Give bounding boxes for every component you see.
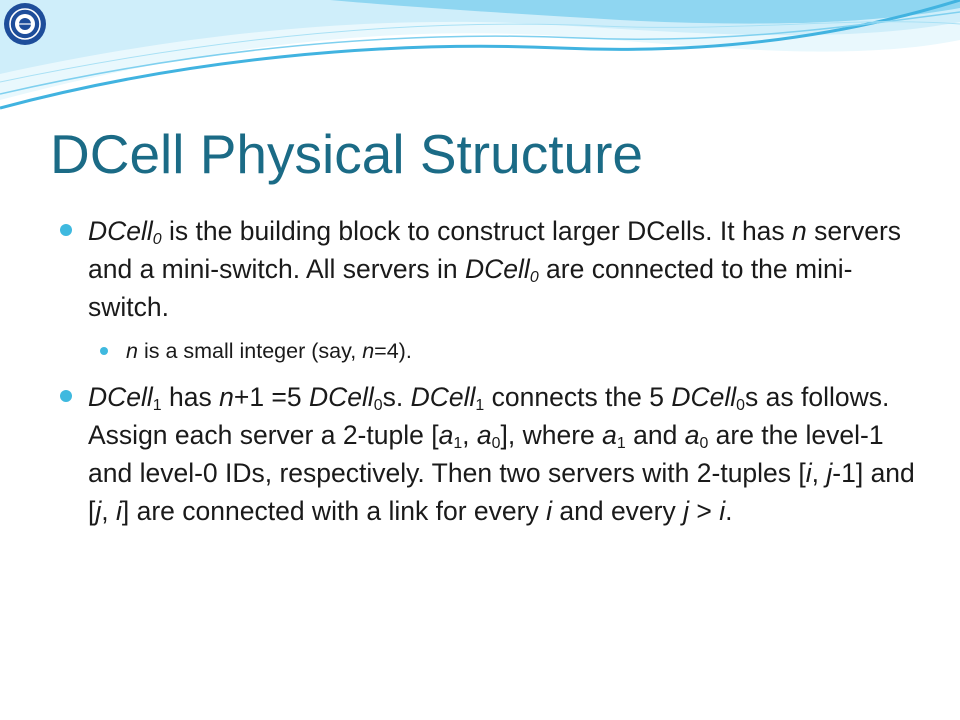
bullet-item-dcell1: DCell1 has n+1 =5 DCell0s. DCell1 connec… bbox=[60, 378, 920, 530]
bullet-dot-icon bbox=[100, 347, 108, 355]
bullet-item-dcell0: DCell0 is the building block to construc… bbox=[60, 212, 920, 326]
bullet-text: n is a small integer (say, n=4). bbox=[126, 339, 412, 363]
bullet-text: DCell1 has n+1 =5 DCell0s. DCell1 connec… bbox=[88, 382, 915, 526]
page-title: DCell Physical Structure bbox=[50, 123, 643, 185]
sub-bullet-item-n: n is a small integer (say, n=4). bbox=[60, 336, 920, 366]
header-wave-decoration bbox=[0, 0, 960, 110]
bullet-dot-icon bbox=[60, 390, 72, 402]
university-seal-icon bbox=[4, 3, 46, 45]
bullet-dot-icon bbox=[60, 224, 72, 236]
bullet-text: DCell0 is the building block to construc… bbox=[88, 216, 902, 322]
bullet-list: DCell0 is the building block to construc… bbox=[60, 212, 920, 530]
